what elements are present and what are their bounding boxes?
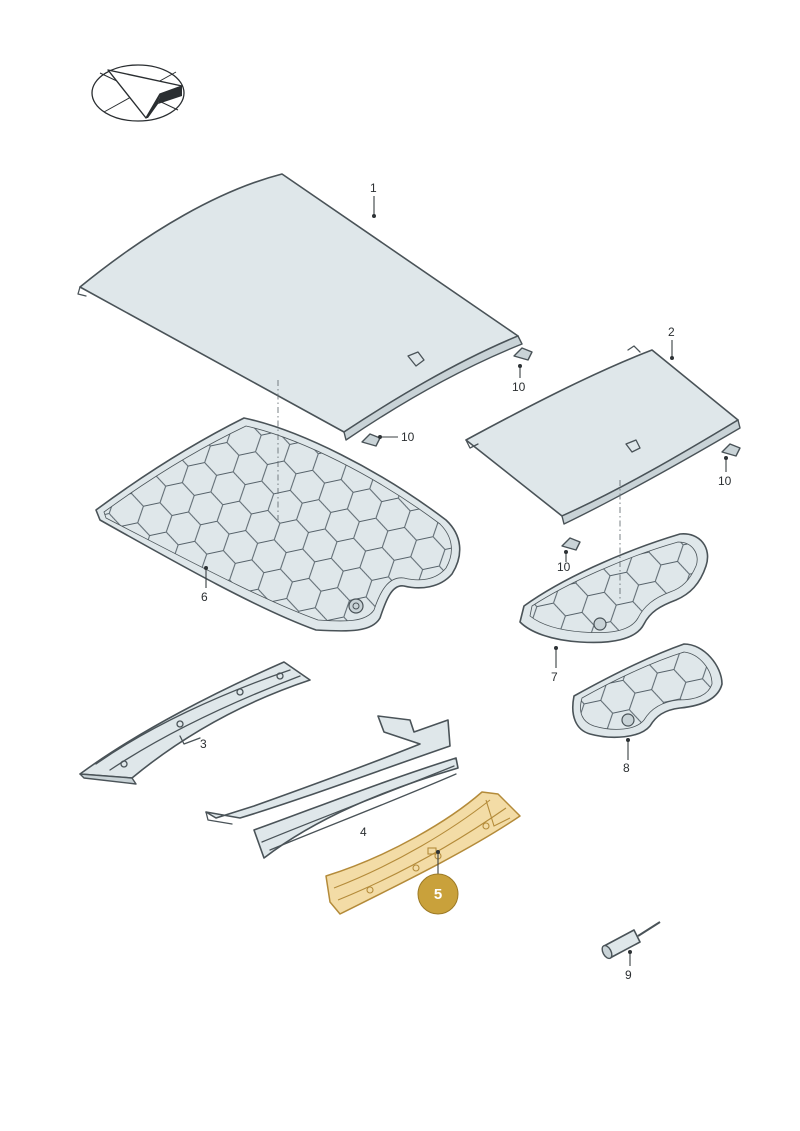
roof-panel-part-1	[77, 173, 523, 441]
callout-label-10-d: 10	[557, 560, 571, 574]
callout-label-7: 7	[551, 670, 558, 684]
callout-label-10-a: 10	[512, 380, 526, 394]
rear-roof-panel-part-2	[465, 345, 741, 525]
callout-label-2: 2	[668, 325, 675, 339]
callout-label-3: 3	[200, 737, 207, 751]
clip-part-10-d	[561, 537, 581, 551]
paper-plane-check-logo-icon	[91, 64, 185, 122]
callout-label-10-b: 10	[401, 430, 415, 444]
callout-label-8: 8	[623, 761, 630, 775]
callout-label-5: 5	[434, 886, 442, 903]
callout-label-4: 4	[360, 825, 367, 839]
adhesive-cartridge-part-9	[601, 921, 661, 960]
callout-label-1: 1	[370, 181, 377, 195]
clip-part-10-b	[361, 433, 381, 447]
clip-part-10-c	[721, 443, 741, 457]
callout-label-9: 9	[625, 968, 632, 982]
rear-roof-liner-part-7	[519, 533, 709, 644]
roof-bow-part-4	[205, 715, 459, 859]
small-roof-liner-part-8	[572, 643, 723, 739]
callout-label-10-c: 10	[718, 474, 732, 488]
roof-liner-part-6	[95, 417, 461, 632]
clip-part-10-a	[513, 347, 533, 361]
front-crossmember-part-3	[79, 661, 311, 785]
rear-crossmember-part-5-highlighted[interactable]	[325, 791, 521, 915]
callout-label-6: 6	[201, 590, 208, 604]
callout-badge-5[interactable]: 5	[417, 873, 459, 915]
callout-leaders	[204, 196, 728, 966]
